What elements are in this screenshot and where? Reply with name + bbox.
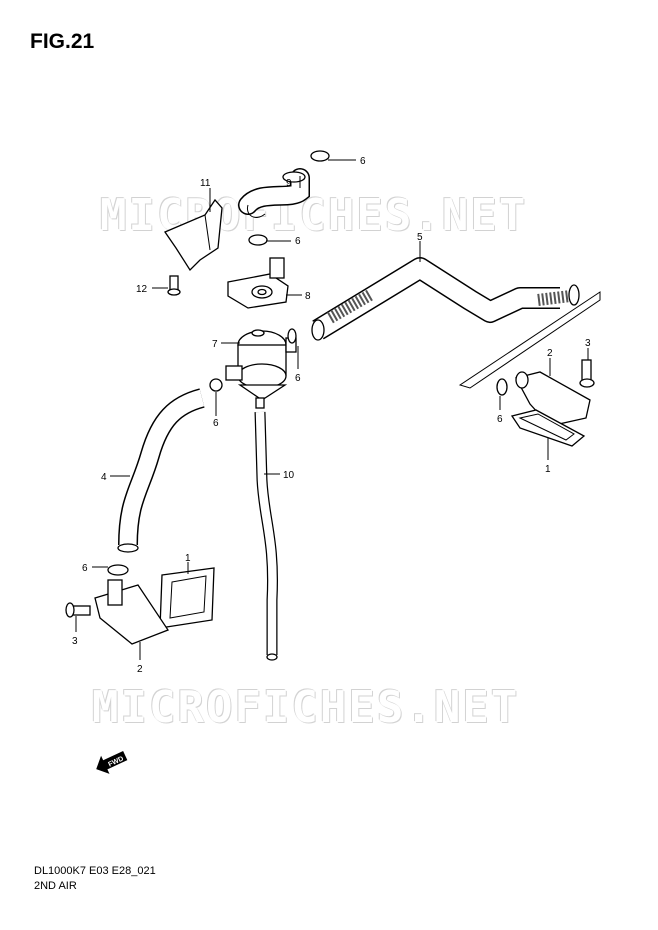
cover-2-left bbox=[94, 579, 169, 645]
watermark-bottom: MICROFICHES.NET bbox=[92, 682, 520, 733]
figure-title: FIG.21 bbox=[30, 30, 95, 53]
clamp-6-top bbox=[310, 150, 330, 162]
callout-9: 9 bbox=[286, 178, 292, 189]
right-panel-outline bbox=[458, 291, 601, 389]
gasket-1-left bbox=[159, 567, 215, 629]
bolt-3-left bbox=[65, 602, 91, 618]
callout-6-left: 6 bbox=[82, 563, 88, 574]
callout-6-right: 6 bbox=[497, 414, 503, 425]
callout-11: 11 bbox=[200, 178, 211, 189]
callout-2-right: 2 bbox=[547, 348, 553, 359]
callout-3-right: 3 bbox=[585, 338, 591, 349]
callout-12: 12 bbox=[136, 284, 148, 295]
callout-1-left: 1 bbox=[185, 553, 191, 564]
callout-10: 10 bbox=[283, 470, 295, 481]
model-code: DL1000K7 E03 E28_021 bbox=[34, 865, 156, 877]
callout-5: 5 bbox=[417, 232, 423, 243]
bolt-3-right bbox=[579, 359, 595, 388]
hose-9 bbox=[238, 168, 310, 218]
bracket-11 bbox=[164, 198, 223, 272]
cover-2-right bbox=[515, 371, 591, 427]
hose-10 bbox=[254, 411, 278, 661]
clamp-6-right bbox=[496, 378, 508, 396]
callout-4: 4 bbox=[101, 472, 107, 483]
callout-7: 7 bbox=[212, 339, 218, 350]
clamp-6-c bbox=[287, 328, 297, 344]
callout-8: 8 bbox=[305, 291, 311, 302]
callout-2-left: 2 bbox=[137, 664, 143, 675]
gasket-1-right bbox=[510, 409, 586, 447]
hose-4 bbox=[117, 388, 205, 553]
clamp-6-b bbox=[248, 234, 268, 246]
callout-1-right: 1 bbox=[545, 464, 551, 475]
clamp-6-d bbox=[209, 378, 223, 392]
section-name: 2ND AIR bbox=[34, 880, 77, 892]
callout-6-b: 6 bbox=[295, 236, 301, 247]
valve-7 bbox=[225, 329, 297, 409]
callout-6-top: 6 bbox=[360, 156, 366, 167]
hose-5 bbox=[311, 257, 580, 341]
callout-6-d: 6 bbox=[213, 418, 219, 429]
callout-6-c: 6 bbox=[295, 373, 301, 384]
bolt-12 bbox=[167, 275, 181, 296]
leader-lines bbox=[75, 159, 589, 660]
clamp-6-left bbox=[107, 564, 129, 576]
fwd-arrow-icon: FWD bbox=[96, 751, 128, 774]
mount-8 bbox=[227, 257, 289, 309]
callout-3-left: 3 bbox=[72, 636, 78, 647]
